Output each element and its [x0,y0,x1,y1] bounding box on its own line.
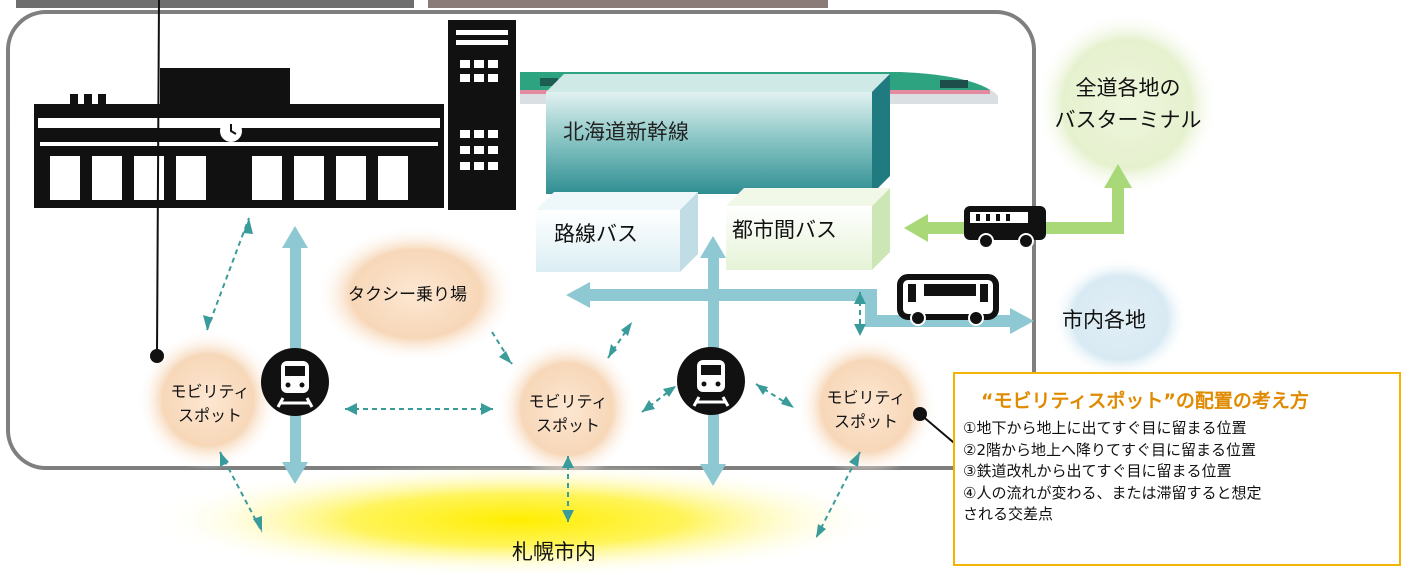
intercity-bus-box [726,188,890,270]
bus-terminal-glow [1035,12,1219,196]
bus-icon [897,274,999,326]
bus-icon [964,206,1046,249]
mobility-spot-line1: モビリティ [170,382,250,401]
dashed-arrowheads [203,218,866,538]
mobility-spot-line1: モビリティ [528,392,608,411]
train-icon [261,348,329,416]
mobility-spot-1: モビリティ スポット [150,380,270,428]
shinkansen-box [546,74,890,194]
photo-strip-right [428,0,828,8]
note-item: ④人の流れが変わる、または滞留すると想定 [963,483,1262,502]
note-list: ①地下から地上に出てすぐ目に留まる位置 ②2階から地上へ降りてすぐ目に留まる位置… [963,418,1261,526]
note-item: ①地下から地上に出てすぐ目に留まる位置 [963,419,1247,437]
mobility-spot-line2: スポット [177,406,242,425]
mobility-spot-line2: スポット [535,416,600,435]
mobility-spot-line1: モビリティ [826,388,906,407]
note-item: される交差点 [963,505,1054,523]
placement-concept-note: “モビリティスポット”の配置の考え方 ①地下から地上に出てすぐ目に留まる位置 ②… [953,372,1401,566]
spot-glow-1 [138,330,278,470]
spot-glow-2 [497,339,637,479]
note-item: ③鉄道改札から出てすぐ目に留まる位置 [963,462,1232,480]
mobility-spot-3: モビリティ スポット [806,386,926,434]
pin-dot-icon [913,407,927,421]
intercity-bus-label: 都市間バス [732,218,837,242]
taxi-label: タクシー乗り場 [348,285,467,305]
city-glow [1052,258,1188,378]
route-bus-label: 路線バス [554,222,638,246]
note-title: “モビリティスポット”の配置の考え方 [981,390,1309,412]
bus-terminal-label-line1: 全道各地の [1075,76,1181,100]
sapporo-city-label: 札幌市内 [512,540,596,564]
route-bus-box [536,192,698,272]
city-destinations-label: 市内各地 [1062,308,1146,332]
pin-dot-icon [150,349,164,363]
spot-glow-3 [797,336,937,476]
bus-terminal-label-line2: バスターミナル [1054,108,1202,132]
sapporo-glow [148,462,888,576]
mobility-spot-2: モビリティ スポット [508,390,628,438]
mobility-spot-line2: スポット [833,412,898,431]
shinkansen-label: 北海道新幹線 [563,120,689,144]
bus-terminal-label: 全道各地の バスターミナル [1046,72,1210,136]
photo-strip-left [16,0,414,8]
train-icon [677,347,745,415]
note-item: ②2階から地上へ降りてすぐ目に留まる位置 [963,440,1256,459]
station-building-icon [34,68,444,208]
office-tower-icon [448,20,516,210]
taxi-glow [316,226,516,362]
pointer-line-left [156,0,160,355]
